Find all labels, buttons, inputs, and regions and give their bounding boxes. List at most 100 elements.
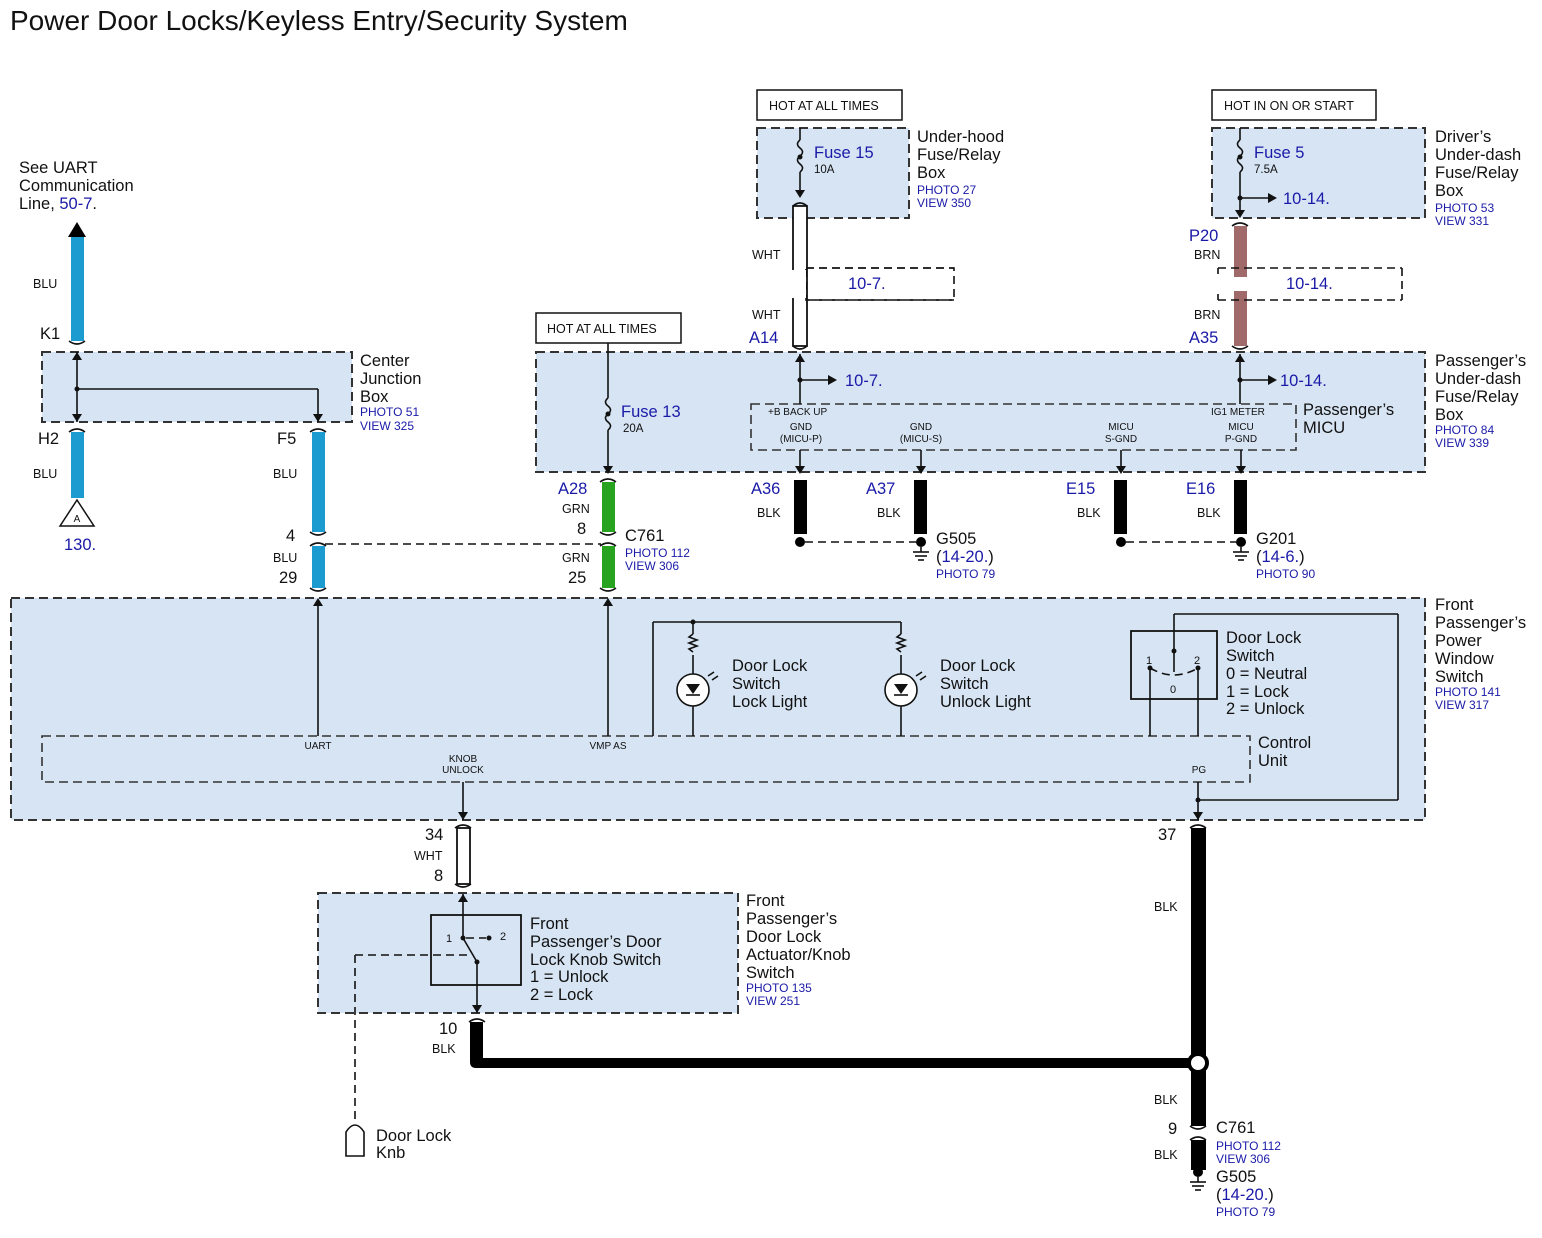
blk-wire [1191,828,1206,1126]
wire-color-blk: BLK [877,506,901,520]
ref-10-14-link[interactable]: 10-14. [1280,372,1327,390]
micu-ig1-meter: IG1 METER [1211,407,1265,418]
wire-color-blk: BLK [1154,1148,1178,1162]
ground-icon [913,547,929,561]
pin-8-bottom: 8 [434,867,443,885]
wire-color-brn: BRN [1194,308,1220,322]
ground-icon [1233,547,1249,561]
door-lock-switch-line-5: 2 = Unlock [1226,700,1305,718]
driver-box-line-1: Driver’s [1435,128,1491,146]
wire-color-blk: BLK [1197,506,1221,520]
power-window-switch-box [10,597,1426,821]
pin-a14: A14 [749,329,778,347]
g505-bottom-photo: PHOTO 79 [1216,1205,1275,1219]
blk-wire [914,480,927,534]
ref-130-link[interactable]: 130. [64,536,96,554]
knob-switch-line-4: 1 = Unlock [530,968,609,986]
driver-box-line-2: Under-dash [1435,146,1521,164]
passenger-box-line-3: Fuse/Relay [1435,388,1519,406]
wire-color-grn: GRN [562,551,590,565]
underhood-box-line-1: Under-hood [917,128,1004,146]
pin-k1: K1 [40,325,60,343]
knob-switch-line-2: Passenger’s Door [530,933,662,951]
door-lock-switch-line-3: 0 = Neutral [1226,665,1307,683]
wire-color-blu: BLU [33,277,57,291]
hot-in-on-or-start-label: HOT IN ON OR START [1224,99,1354,113]
c761-top-photo: PHOTO 112 [625,546,690,560]
pin-4: 4 [286,527,295,545]
wire-color-blu: BLU [273,467,297,481]
unlock-light-line-1: Door Lock [940,657,1016,675]
hot-label-box [756,89,903,121]
g505-bottom-ref-link[interactable]: 14-20. [1222,1186,1269,1204]
wire-color-grn: GRN [562,502,590,516]
switch-pos-1: 1 [1146,655,1152,667]
offpage-connector-icon [58,498,96,527]
blk-wire [1234,480,1247,534]
control-unit-line-2: Unit [1258,752,1288,770]
resistor-icon [686,633,700,653]
wire-color-wht: WHT [414,849,443,863]
actuator-line-4: Actuator/Knob [746,946,851,964]
uart-ref-link[interactable]: 50-7 [59,195,92,213]
blu-wire [312,432,325,532]
pws-line-3: Power [1435,632,1482,650]
center-jbox-line-3: Box [360,388,389,406]
unlock-light-line-3: Unlock Light [940,693,1031,711]
pin-a28: A28 [558,480,587,498]
g201-ref-line: (14-6.) [1256,548,1305,566]
pin-8: 8 [577,520,586,538]
ref-10-7-link[interactable]: 10-7. [848,275,886,293]
pws-view: VIEW 317 [1435,698,1489,712]
actuator-line-2: Passenger’s [746,910,837,928]
door-lock-knb-line-2: Knb [376,1144,405,1162]
paren-close: ) [1299,548,1305,566]
c761-bottom-view: VIEW 306 [1216,1152,1270,1166]
g201-ref-link[interactable]: 14-6. [1262,548,1300,566]
splice-point [1187,1052,1209,1074]
passenger-box-line-2: Under-dash [1435,370,1521,388]
uart-ref-line-2: Communication [19,177,134,195]
door-lock-knb-line-1: Door Lock [376,1127,452,1145]
hot-label-box [1211,89,1377,121]
arrow-right-icon [1268,375,1277,385]
switch-pos-2: 2 [1194,655,1200,667]
driver-fuse-box [1211,127,1426,219]
actuator-photo: PHOTO 135 [746,981,812,995]
actuator-line-5: Switch [746,964,795,982]
pin-p20: P20 [1189,227,1218,245]
micu-gnd-p-1: GND [790,422,812,433]
c761-bottom-photo: PHOTO 112 [1216,1139,1281,1153]
g505-top-ref-link[interactable]: 14-20. [942,548,989,566]
micu-name-line-2: MICU [1303,419,1345,437]
door-lock-switch-line-2: Switch [1226,647,1275,665]
fuse-15-rating: 10A [814,164,835,176]
pin-37: 37 [1158,826,1176,844]
ref-10-14-link[interactable]: 10-14. [1283,190,1330,208]
arrow-right-icon [828,375,837,385]
lock-light-line-1: Door Lock [732,657,808,675]
driver-box-line-4: Box [1435,182,1464,200]
g505-bottom-name: G505 [1216,1168,1256,1186]
wire-color-blk: BLK [1154,1093,1178,1107]
cu-pg-pin: PG [1192,765,1207,776]
knob-switch-symbol [430,914,522,986]
blu-wire [312,546,325,588]
cu-uart-pin: UART [304,741,331,752]
micu-gnd-s-2: (MICU-S) [900,434,942,445]
pws-line-1: Front [1435,596,1474,614]
c761-top-name: C761 [625,527,664,545]
fuse-13-rating: 20A [623,423,644,435]
blk-wire [794,480,807,534]
actuator-line-1: Front [746,892,785,910]
blk-wire [1191,1140,1206,1170]
center-jbox-line-2: Junction [360,370,421,388]
door-lock-switch-line-1: Door Lock [1226,629,1302,647]
ref-10-7-link[interactable]: 10-7. [845,372,883,390]
g201-photo: PHOTO 90 [1256,567,1315,581]
ref-10-14-link[interactable]: 10-14. [1286,275,1333,293]
fuse-15-name: Fuse 15 [814,144,874,162]
cu-vmp-as-pin: VMP AS [589,741,626,752]
g505-top-ref-line: (14-20.) [936,548,994,566]
